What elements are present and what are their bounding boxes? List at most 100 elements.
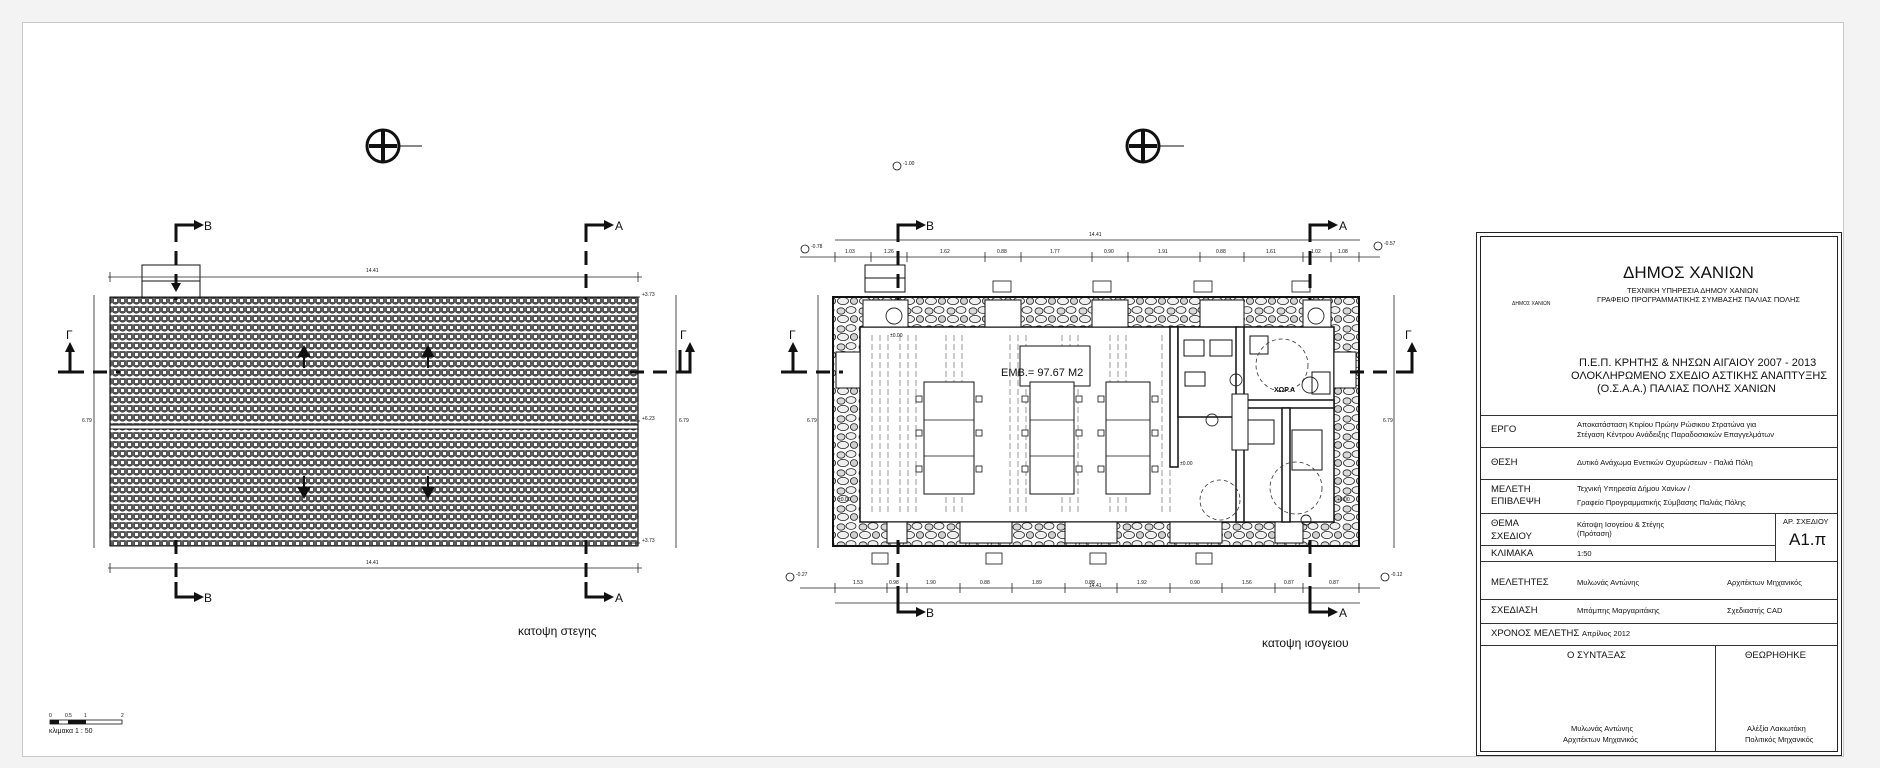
meleti-value-1: Τεχνική Υπηρεσία Δήμου Χανίων / [1577,484,1690,493]
meletites-label: ΜΕΛΕΤΗΤΕΣ [1491,577,1549,588]
section-marker-g: Γ [680,328,687,342]
ground-level: -0.12 [1391,572,1403,578]
ground-dim-segment: 1.92 [1137,580,1147,586]
thema-value-1: Κάτοψη Ισογείου & Στέγης [1577,520,1665,529]
section-marker-b: Β [204,219,213,233]
section-marker-a: Α [615,219,624,233]
municipality-sub1: ΤΕΧΝΙΚΗ ΥΠΗΡΕΣΙΑ ΔΗΜΟΥ ΧΑΝΙΩΝ [1627,286,1759,295]
ground-dim-segment: 1.03 [845,249,855,255]
tb-divider [1481,513,1837,514]
drawing-number-label: ΑΡ. ΣΧΕΔΙΟΥ [1783,517,1829,526]
roof-level: +3.73 [642,538,655,544]
ground-dim-segment: 0.87 [1284,580,1294,586]
ground-dim-segment: 1.56 [1242,580,1252,586]
area-label: ΕΜΒ.= 97.67 Μ2 [1001,367,1084,379]
syntaxas-name: Μυλωνάς Αντώνης [1571,724,1634,733]
ground-plan [781,128,1417,617]
thema-label-1: ΘΕΜΑ [1491,518,1519,529]
roof-dim-bottom: 14.41 [366,560,379,566]
thema-label-2: ΣΧΕΔΙΟΥ [1491,531,1532,542]
roof-level: +6.23 [642,416,655,422]
scale-tick: 0.5 [65,713,72,719]
ground-dim-segment: 1.26 [884,249,894,255]
ground-level: -0.57 [1384,241,1396,247]
ground-dim-segment: 1.90 [926,580,936,586]
section-marker-g: Γ [1405,328,1412,342]
ground-dim-segment: 1.77 [1050,249,1060,255]
ground-dim-segment: 1.62 [940,249,950,255]
ground-dim-segment: 1.02 [1311,249,1321,255]
ground-level: -0.78 [811,244,823,250]
ground-dim-segment: 0.90 [1190,580,1200,586]
section-marker-a: Α [1339,219,1348,233]
syntaxas-role: Αρχιτέκτων Μηχανικός [1563,735,1638,744]
thema-value-2: (Πρόταση) [1577,529,1612,538]
tb-divider [1481,415,1837,416]
tb-divider [1481,623,1837,624]
program-line1: Π.Ε.Π. ΚΡΗΤΗΣ & ΝΗΣΩΝ ΑΙΓΑΙΟΥ 2007 - 201… [1579,357,1817,369]
xronos-value: Απρίλιος 2012 [1582,629,1631,638]
ground-level: ±0.00 [838,497,851,503]
section-marker-b: Β [926,219,935,233]
tb-divider [1481,561,1837,562]
municipality-title: ΔΗΜΟΣ ΧΑΝΙΩΝ [1623,263,1754,282]
ground-dim-segment: 0.88 [1216,249,1226,255]
roof-plan-title: κατοψη στεγης [518,624,597,638]
tb-divider [1481,479,1837,480]
ground-dim-segment: 1.08 [1338,249,1348,255]
ground-level: +0.00 [1337,497,1350,503]
theorithike-role: Πολιτικός Μηχανικός [1745,735,1814,744]
roof-dim-right: 6.79 [679,418,689,424]
ground-level: ±0.00 [890,333,903,339]
meletites-name: Μυλωνάς Αντώνης [1577,578,1640,587]
scale-tick: 0 [49,713,52,719]
meleti-label-1: ΜΕΛΕΤΗ [1491,484,1531,495]
program-line3: (Ο.Σ.Α.Α.) ΠΑΛΙΑΣ ΠΟΛΗΣ ΧΑΝΙΩΝ [1597,383,1776,395]
ergo-label: ΕΡΓΟ [1491,424,1517,435]
section-marker-a: Α [1339,606,1348,620]
roof-level: +3.73 [642,292,655,298]
ground-dim-segment: 1.91 [1158,249,1168,255]
sxediasi-label: ΣΧΕΔΙΑΣΗ [1491,605,1538,616]
syntaxas-label: Ο ΣΥΝΤΑΞΑΣ [1567,650,1626,661]
scale-tick: 1 [84,713,87,719]
ground-dim-segment: 0.88 [997,249,1007,255]
xronos-label: ΧΡΟΝΟΣ ΜΕΛΕΤΗΣ [1491,628,1580,639]
ground-dim-segment: 1.89 [1032,580,1042,586]
roof-dim-top: 14.41 [366,268,379,274]
tb-vdivider [1715,645,1716,751]
drawing-number: Α1.π [1789,530,1827,549]
thesi-label: ΘΕΣΗ [1491,457,1518,468]
section-marker-b: Β [926,606,935,620]
scale-tick: 2 [121,713,124,719]
logo-text: ΔΗΜΟΣ ΧΑΝΙΩΝ [1512,301,1551,307]
roof-plan [49,128,695,725]
roof-dim-left: 6.79 [82,418,92,424]
meletites-role: Αρχιτέκτων Μηχανικός [1727,578,1802,587]
tb-divider [1481,447,1837,448]
ergo-value-2: Στέγαση Κέντρου Ανάδειξης Παραδοσιακών Ε… [1577,430,1774,439]
municipality-sub2: ΓΡΑΦΕΙΟ ΠΡΟΓΡΑΜΜΑΤΙΚΗΣ ΣΥΜΒΑΣΗΣ ΠΑΛΙΑΣ Π… [1597,295,1801,304]
ground-level: ±0.00 [1180,461,1193,467]
section-marker-g: Γ [66,328,73,342]
sxediasi-role: Σχεδιαστής CAD [1727,606,1783,615]
sxediasi-name: Μπάμπης Μαργαριτάκης [1577,606,1660,615]
tb-vdivider [1775,513,1776,561]
section-marker-g: Γ [789,328,796,342]
tb-divider [1481,545,1775,546]
ground-dim-segment: 1.53 [853,580,863,586]
ground-dim-bottom: 14.41 [1089,583,1102,589]
ground-dim-segment: 0.98 [889,580,899,586]
program-line2: ΟΛΟΚΛΗΡΩΜΕΝΟ ΣΧΕΔΙΟ ΑΣΤΙΚΗΣ ΑΝΑΠΤΥΞΗΣ [1571,370,1828,382]
klimaka-label: ΚΛΙΜΑΚΑ [1491,548,1534,559]
tb-divider [1481,599,1837,600]
scale-label: κλιμακα 1 : 50 [49,728,93,735]
ground-level: -0.27 [796,572,808,578]
toilet-label: ΧΩΡ.Α [1274,387,1296,394]
theorithike-label: ΘΕΩΡΗΘΗΚΕ [1745,650,1806,661]
ground-dim-segment: 0.88 [1085,580,1095,586]
ground-dim-right: 6.79 [1383,418,1393,424]
section-marker-b: Β [204,591,213,605]
section-marker-a: Α [615,591,624,605]
